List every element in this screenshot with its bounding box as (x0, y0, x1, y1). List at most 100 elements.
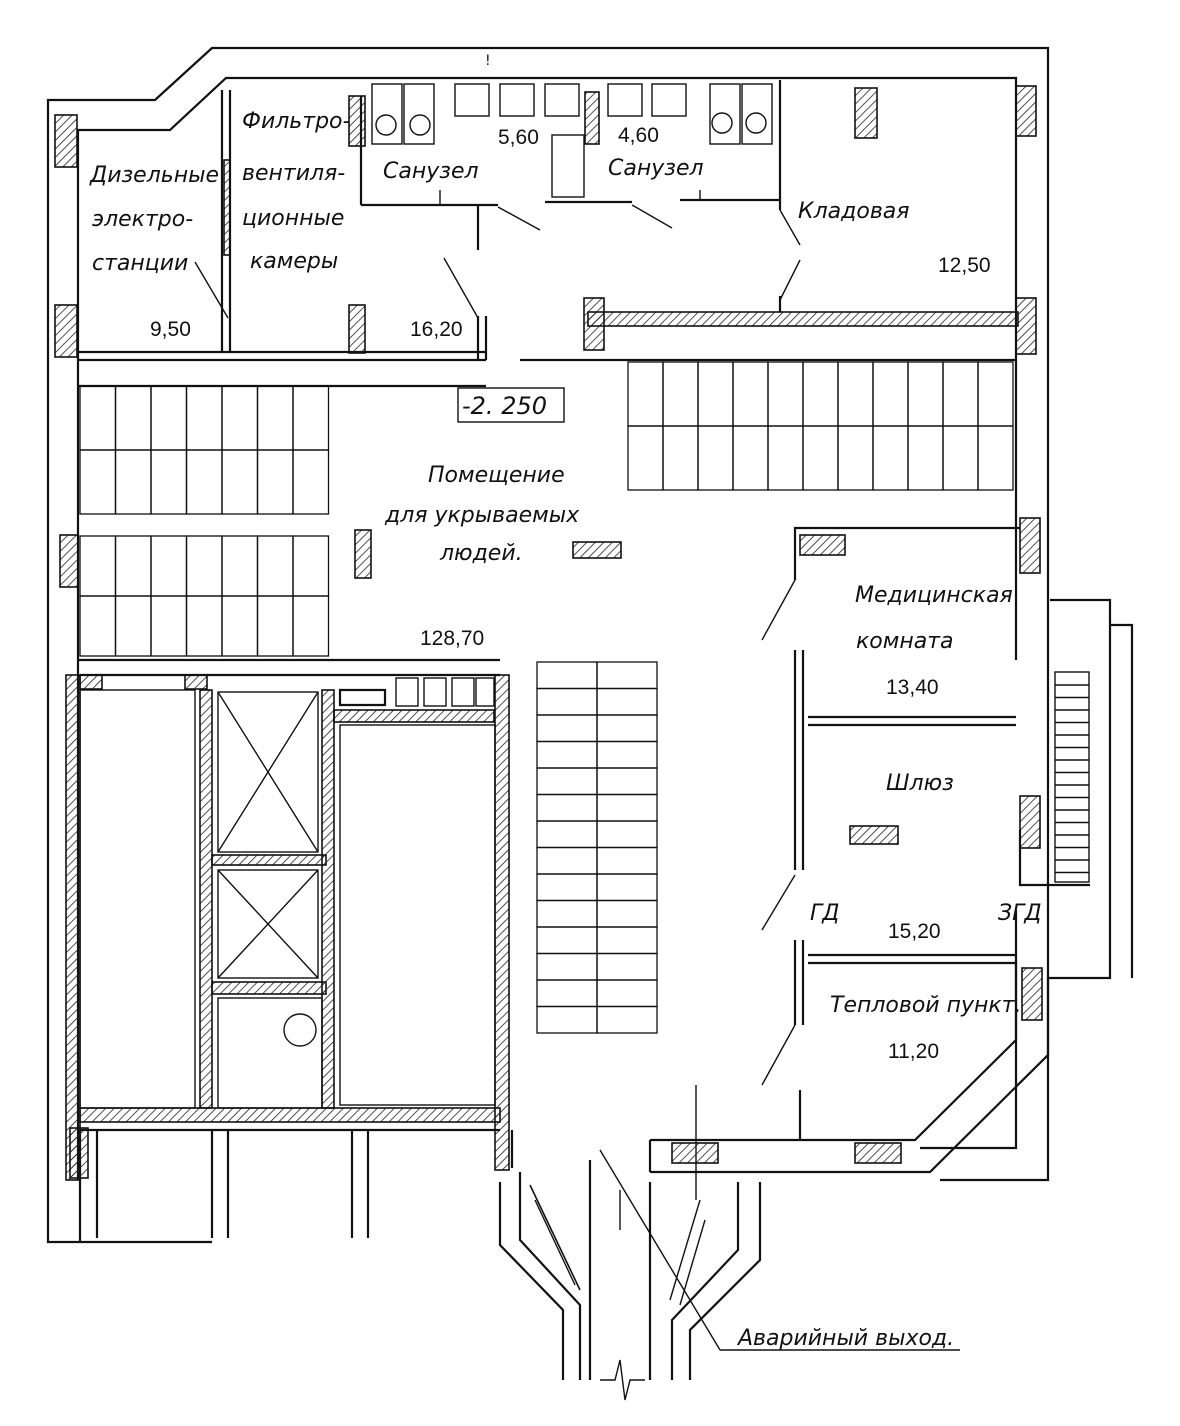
bench-grid-center (536, 661, 658, 1034)
bench-cell (536, 820, 598, 849)
bench-cell (596, 899, 658, 928)
bench-cell (150, 535, 188, 597)
bench-cell (536, 661, 598, 690)
bench-cell (596, 661, 658, 690)
svg-text:ционные: ционные (242, 206, 344, 231)
sanitary-fixtures (371, 83, 773, 205)
bench-cell (114, 449, 152, 515)
bench-cell (802, 361, 839, 427)
bench-cell (536, 767, 598, 796)
bench-cell (536, 979, 598, 1008)
svg-text:-2. 250: -2. 250 (462, 392, 547, 420)
bench-cell (536, 846, 598, 875)
bench-cell (627, 425, 664, 491)
bench-cell (662, 361, 699, 427)
bench-cell (942, 361, 979, 427)
room-medical: Медицинская комната 13,40 (855, 583, 1013, 699)
area-wc1: 5,60 (498, 126, 539, 149)
bench-cell (114, 535, 152, 597)
bench-cell (114, 595, 152, 657)
bench-cell (536, 952, 598, 981)
svg-text:для укрываемых: для укрываемых (384, 503, 580, 528)
area-heat: 11,20 (888, 1040, 939, 1063)
bench-cell (662, 425, 699, 491)
svg-text:Тепловой пункт.: Тепловой пункт. (830, 993, 1021, 1018)
bench-cell (977, 425, 1014, 491)
bench-cell (907, 425, 944, 491)
svg-text:Санузел: Санузел (608, 156, 704, 181)
room-filter: Фильтро- вентиля- ционные камеры 16,20 (242, 109, 463, 341)
bench-cell (907, 361, 944, 427)
emergency-exit (498, 1085, 960, 1401)
area-storage: 12,50 (938, 254, 991, 277)
emergency-exit-label: Аварийный выход. (736, 1326, 954, 1351)
bench-grid-left-mid (79, 535, 330, 657)
bench-cell (837, 425, 874, 491)
bench-cell (536, 1005, 598, 1034)
bench-cell (256, 449, 294, 515)
bench-cell (79, 595, 117, 657)
bench-cell (256, 535, 294, 597)
bench-cell (221, 449, 259, 515)
bench-cell (150, 385, 188, 451)
svg-text:людей.: людей. (439, 541, 523, 566)
bench-cell (256, 595, 294, 657)
svg-text:Кладовая: Кладовая (798, 199, 910, 224)
bench-cell (292, 449, 330, 515)
bench-cell (837, 361, 874, 427)
bench-cell (596, 846, 658, 875)
bottom-right-wall (648, 960, 1050, 1174)
bench-cell (732, 361, 769, 427)
level-mark: -2. 250 (457, 387, 565, 423)
bench-cell (185, 535, 223, 597)
bench-cell (114, 385, 152, 451)
svg-text:Фильтро-: Фильтро- (242, 109, 351, 134)
bench-cell (256, 385, 294, 451)
bench-cell (872, 425, 909, 491)
lower-left-block (65, 673, 510, 1181)
svg-text:Шлюз: Шлюз (886, 771, 954, 796)
bench-cell (596, 979, 658, 1008)
bench-cell (536, 926, 598, 955)
bench-cell (732, 425, 769, 491)
area-airlock: 15,20 (888, 920, 941, 943)
bench-cell (596, 952, 658, 981)
bench-cell (221, 385, 259, 451)
bench-cell (977, 361, 1014, 427)
right-stair (1055, 684, 1089, 874)
bench-cell (536, 873, 598, 902)
bench-cell (536, 793, 598, 822)
svg-text:Дизельные: Дизельные (89, 163, 219, 188)
bench-cell (292, 595, 330, 657)
bench-cell (536, 899, 598, 928)
svg-text:комната: комната (856, 629, 954, 654)
bench-cell (697, 425, 734, 491)
room-wc1: Санузел 5,60 (383, 126, 539, 184)
bench-grid-right-top (627, 361, 1014, 491)
bench-cell (596, 820, 658, 849)
bench-cell (292, 385, 330, 451)
area-shelter: 128,70 (420, 627, 484, 650)
bench-cell (872, 361, 909, 427)
bench-cell (767, 425, 804, 491)
bench-cell (536, 714, 598, 743)
bench-cell (150, 449, 188, 515)
room-shelter: Помещение для укрываемых людей. 128,70 (384, 463, 580, 650)
bench-cell (185, 385, 223, 451)
bench-cell (79, 535, 117, 597)
bench-cell (697, 361, 734, 427)
shelter-columns (59, 529, 622, 662)
room-wc2: Санузел 4,60 (608, 124, 704, 181)
bench-cell (79, 449, 117, 515)
bench-cell (221, 595, 259, 657)
area-medical: 13,40 (886, 676, 939, 699)
bench-cell (221, 535, 259, 597)
bench-cell (596, 1005, 658, 1034)
bench-cell (627, 361, 664, 427)
bench-cell (79, 385, 117, 451)
area-filter: 16,20 (410, 318, 463, 341)
svg-text:электро-: электро- (92, 207, 193, 232)
bench-cell (185, 595, 223, 657)
svg-text:станции: станции (92, 251, 188, 276)
svg-text:Медицинская: Медицинская (855, 583, 1013, 608)
